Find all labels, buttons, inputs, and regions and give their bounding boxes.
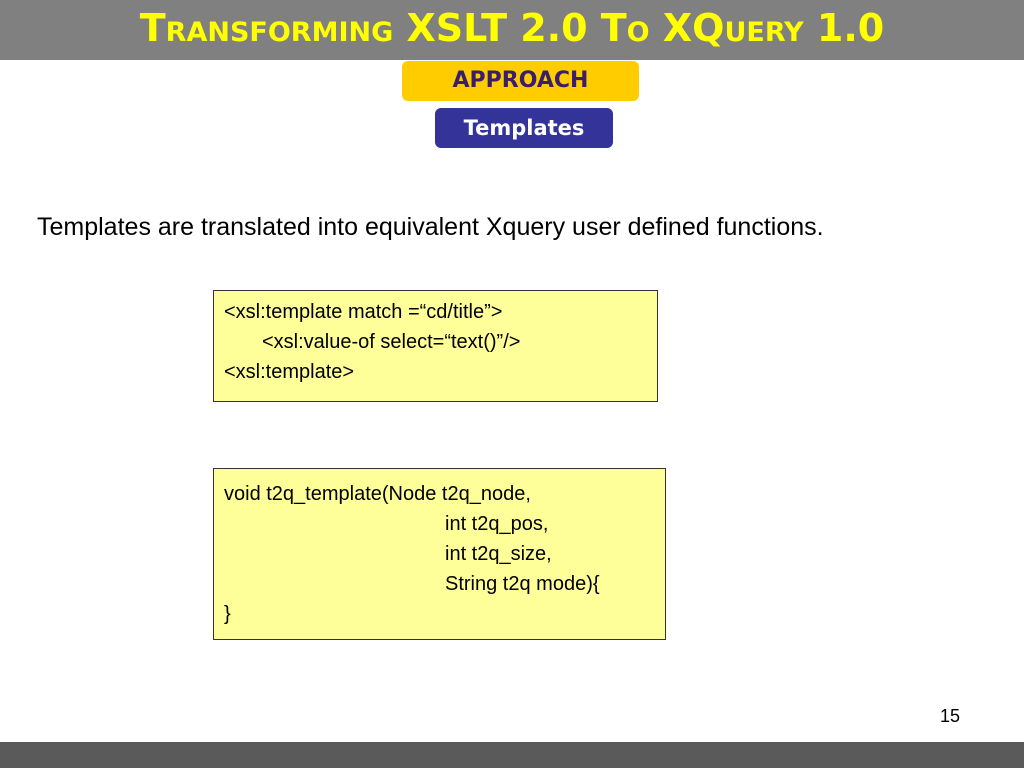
code-line: <xsl:value-of select=“text()”/> bbox=[262, 331, 521, 353]
code-line: } bbox=[224, 603, 231, 625]
body-text: Templates are translated into equivalent… bbox=[37, 213, 824, 241]
code-line: void t2q_template(Node t2q_node, bbox=[224, 483, 531, 505]
bottom-bar bbox=[0, 742, 1024, 768]
title-bar bbox=[0, 0, 1024, 60]
code-line: int t2q_pos, bbox=[445, 513, 549, 535]
code-line: String t2q mode){ bbox=[445, 573, 600, 595]
code-line: <xsl:template> bbox=[224, 361, 355, 383]
code-line: int t2q_size, bbox=[445, 543, 552, 565]
section-label-approach: APPROACH bbox=[402, 61, 639, 101]
page-number: 15 bbox=[939, 706, 961, 726]
subsection-label-templates: Templates bbox=[435, 108, 613, 148]
slide-title: Transforming XSLT 2.0 To XQuery 1.0 bbox=[139, 6, 885, 50]
xquery-code-box: void t2q_template(Node t2q_node, int t2q… bbox=[213, 468, 666, 640]
code-line: <xsl:template match =“cd/title”> bbox=[224, 301, 503, 323]
xslt-code-box: <xsl:template match =“cd/title”> <xsl:va… bbox=[213, 290, 658, 402]
